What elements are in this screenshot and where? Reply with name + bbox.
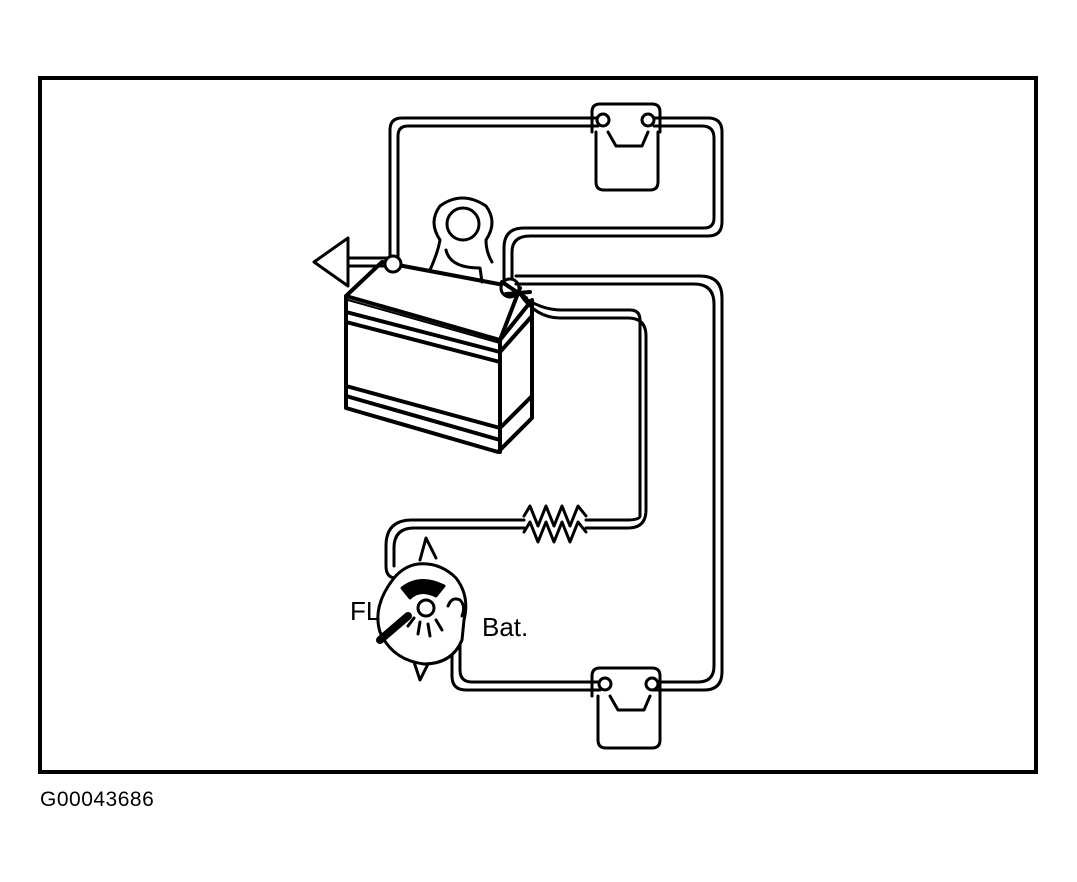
resistor (522, 504, 588, 544)
battery (344, 260, 534, 454)
battery-terminal-negative (383, 254, 403, 274)
right-main-wire (514, 274, 724, 692)
figure-code: G00043686 (40, 788, 155, 811)
ring-terminal (428, 196, 494, 284)
top-bulb (590, 102, 662, 192)
field-wire (384, 292, 648, 580)
bottom-bulb (590, 666, 662, 750)
fl-label: FL (350, 596, 380, 626)
alternator (376, 536, 468, 682)
bat-wire (450, 604, 602, 692)
battery-terminal-positive (499, 277, 532, 300)
top-loop-wire (388, 116, 724, 292)
bat-label: Bat. (482, 612, 528, 642)
ground-arrow (312, 236, 390, 288)
diagram-frame (38, 76, 1038, 774)
